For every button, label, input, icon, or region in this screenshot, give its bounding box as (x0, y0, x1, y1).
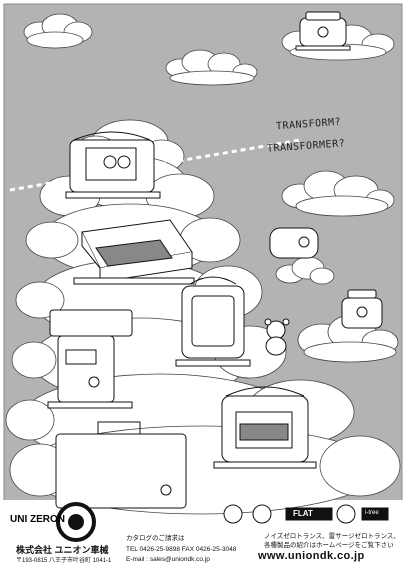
uni-zeron-logo (56, 502, 96, 542)
catalog-request-label: カタログのご請求は (126, 535, 185, 542)
website-link[interactable]: www.uniondk.co.jp (258, 550, 365, 562)
badge-circle-3 (336, 504, 356, 524)
email-link[interactable]: E-mail : sales@uniondk.co.jp (126, 556, 210, 563)
transformer-top-right (295, 11, 351, 51)
product-description-line2: 各種製品の紹介はホームページをご覧下さい (264, 542, 394, 549)
product-description-line1: ノイズゼロトランス、雷サージゼロトランス、 (264, 533, 400, 540)
cloud-right-upper (281, 170, 395, 217)
badge-circle-2 (252, 504, 272, 524)
bear-mascot (264, 318, 290, 356)
transformer-lower-right (213, 386, 317, 469)
transformer-upper-center (65, 131, 161, 199)
transformer-bottom-left (55, 421, 187, 509)
logo-text: UNI ZERON (10, 514, 65, 525)
company-name: 株式会社 ユニオン車械 (16, 545, 109, 555)
transformer-coil (175, 276, 251, 367)
cloud-top-left (23, 13, 93, 49)
cloud-small-right (275, 256, 335, 285)
transformer-box-left (47, 309, 133, 409)
tel-fax: TEL 0426-25-9898 FAX 0426-25-3048 (126, 546, 237, 553)
badge-i-tree-label: i-tree (365, 510, 379, 516)
badge-flat (285, 507, 333, 521)
transformer-flat (73, 219, 195, 285)
transformer-small-right (269, 227, 319, 259)
company-address: 〒193-0815 八王子市叶谷町 1041-1 (16, 558, 112, 564)
badge-i-tree (361, 507, 389, 521)
jet-trail (9, 138, 301, 192)
badge-flat-label: FLAT (293, 509, 313, 518)
cloud-mid (165, 49, 258, 86)
badge-circle-1 (223, 504, 243, 524)
transformer-small-right-lower (341, 289, 383, 329)
